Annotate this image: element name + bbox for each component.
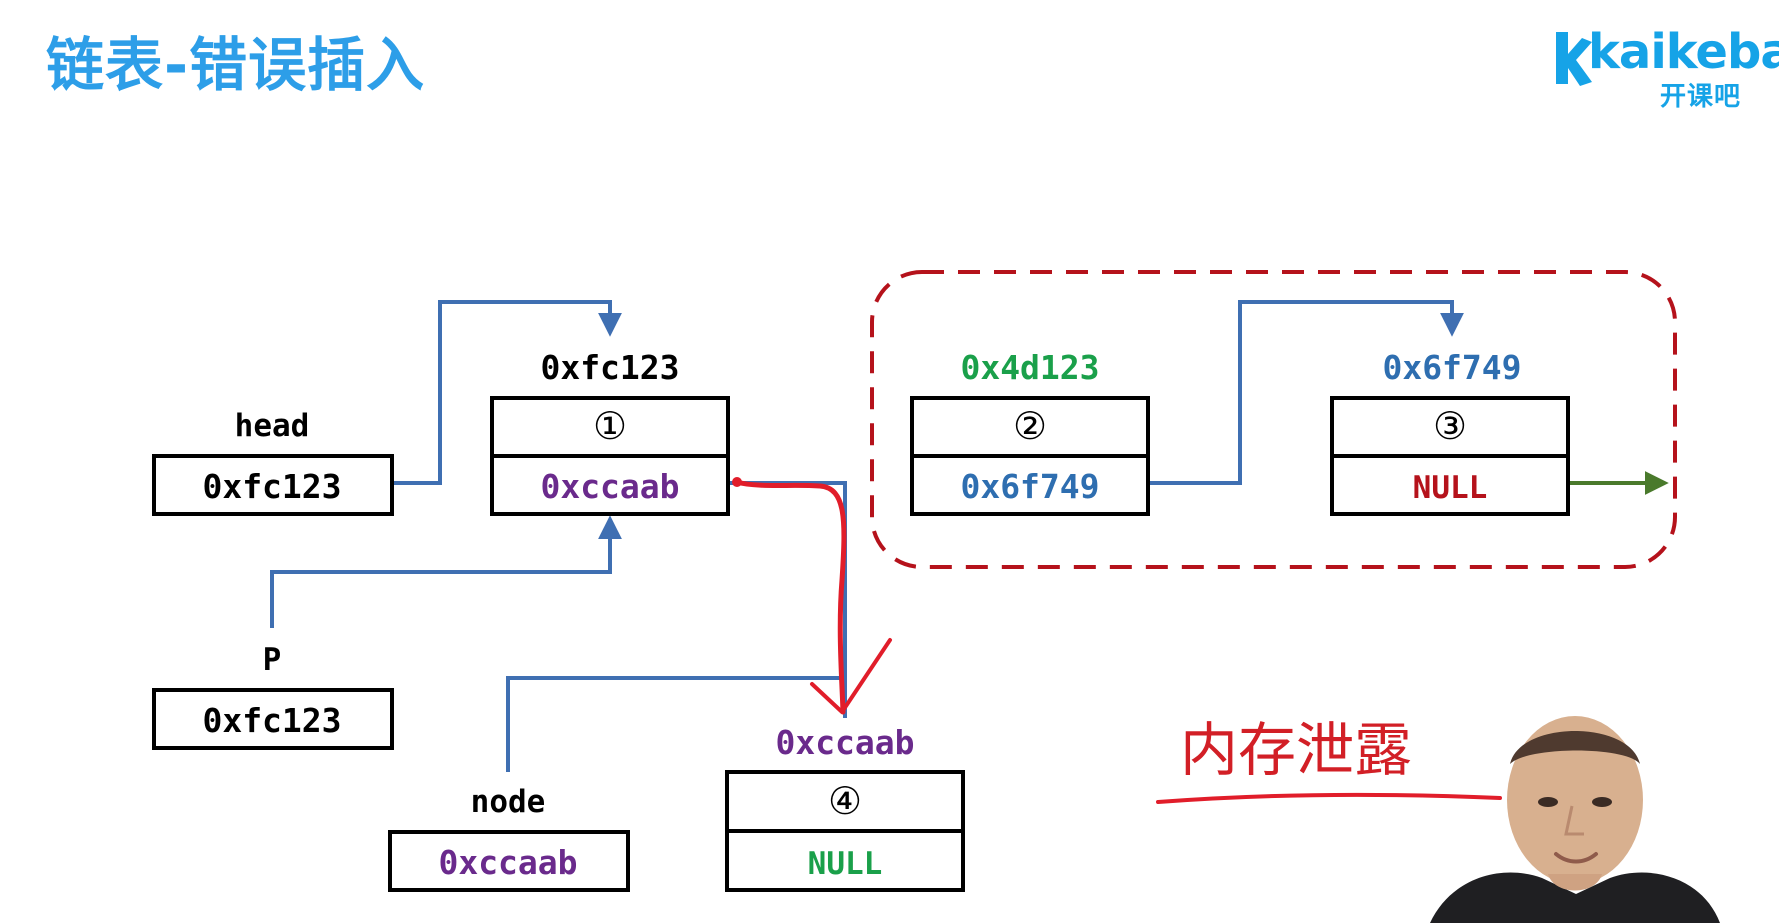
- node-value: 0xccaab: [438, 843, 577, 882]
- node2-next-arrow: [1148, 300, 1464, 485]
- handwritten-check-mark: [810, 638, 892, 714]
- node-pointer-line: [506, 676, 845, 772]
- node-2-address: 0x4d123: [960, 348, 1099, 387]
- p-pointer-arrow: [270, 515, 622, 628]
- node-2-index: ②: [1013, 404, 1047, 448]
- p-label: P: [263, 642, 282, 678]
- handwritten-dot: [732, 477, 742, 487]
- list-node-4: 0xccaab ④ NULL: [725, 723, 965, 892]
- memory-leak-annotation: 内存泄露: [1180, 716, 1412, 784]
- head-value: 0xfc123: [202, 467, 341, 506]
- kaikeba-logo-icon: [1556, 32, 1592, 86]
- node-1-address: 0xfc123: [540, 348, 679, 387]
- node-4-next: NULL: [808, 846, 883, 882]
- node-4-index: ④: [828, 779, 862, 823]
- node-3-address: 0x6f749: [1382, 348, 1521, 387]
- node-1-index: ①: [593, 404, 627, 448]
- list-node-1: 0xfc123 ① 0xccaab: [490, 348, 730, 516]
- node-1-next: 0xccaab: [540, 467, 679, 506]
- head-variable-box: [152, 454, 394, 516]
- node-3-index: ③: [1433, 404, 1467, 448]
- memory-leak-region: [870, 270, 1677, 569]
- node1-next-line: [727, 481, 847, 718]
- list-node-3: 0x6f749 ③ NULL: [1330, 348, 1570, 516]
- handwritten-underline: [1156, 792, 1502, 804]
- logo-wordmark: kaikeba: [1588, 24, 1779, 80]
- node-label: node: [471, 784, 546, 820]
- handwritten-red-pointer: [733, 479, 847, 715]
- p-variable-box: [152, 688, 394, 750]
- p-value: 0xfc123: [202, 701, 341, 740]
- presenter-video-thumbnail: [1420, 708, 1730, 923]
- logo-subtitle: 开课吧: [1660, 82, 1742, 112]
- node-2-next: 0x6f749: [960, 467, 1099, 506]
- node-3-next: NULL: [1413, 470, 1488, 506]
- page-title: 链表-错误插入: [46, 31, 426, 99]
- node-4-address: 0xccaab: [775, 723, 914, 762]
- brand-logo: kaikeba 开课吧: [1548, 26, 1779, 118]
- node-variable-box: [388, 830, 630, 892]
- head-pointer-arrow: [392, 300, 622, 485]
- head-label: head: [235, 408, 310, 444]
- list-node-2: 0x4d123 ② 0x6f749: [910, 348, 1150, 516]
- presenter-icon: [1430, 716, 1720, 923]
